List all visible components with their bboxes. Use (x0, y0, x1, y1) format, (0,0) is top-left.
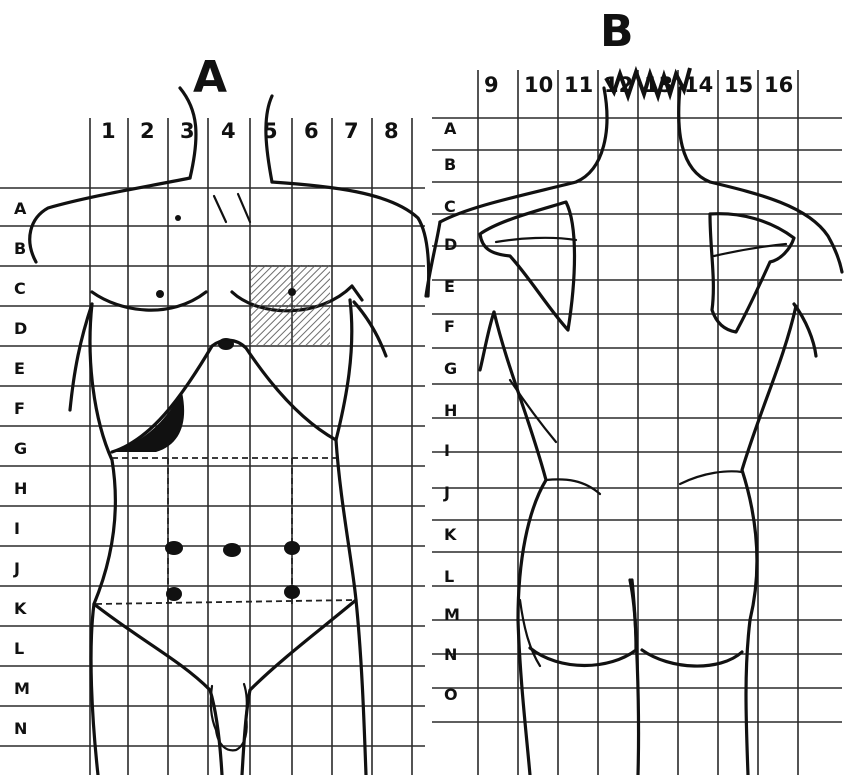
back-body-outline (426, 88, 842, 775)
front-groin-left (94, 604, 222, 775)
grid-a-row-label: D (14, 319, 27, 338)
grid-a-row-label: E (14, 359, 25, 378)
grid-b-col-label: 9 (484, 73, 499, 97)
mark-c6 (288, 288, 296, 296)
grid-a-col-label: 2 (140, 119, 155, 143)
grid-a-row-label: B (14, 239, 26, 258)
mark-c3 (156, 290, 164, 298)
back-left-waist (546, 479, 600, 494)
grid-a-row-label: H (14, 479, 27, 498)
mark-i3 (165, 541, 183, 555)
grid-b-row-label: F (444, 317, 455, 336)
back-right-flank (742, 306, 796, 775)
mark-j6 (284, 585, 300, 599)
grid-a-col-label: 7 (344, 119, 359, 143)
back-buttocks-right (642, 650, 742, 666)
panel-b-letter: B (600, 6, 634, 57)
grid-b-col-label: 16 (764, 73, 793, 97)
grid-b-row-label: D (444, 235, 457, 254)
front-waist-dashed (96, 600, 356, 604)
grid-b-col-label: 11 (564, 73, 593, 97)
grid-b-col-label: 10 (524, 73, 553, 97)
grid-a-col-label: 3 (180, 119, 195, 143)
grid-a-row-label: N (14, 719, 27, 738)
back-neck-left (440, 88, 607, 222)
front-ribcage (112, 340, 336, 452)
grid-b-row-label: C (444, 197, 456, 216)
grid-b-row-label: H (444, 401, 457, 420)
front-left-arm (70, 304, 92, 410)
back-left-thigh-line (520, 600, 540, 666)
grid-b-row-label: L (444, 567, 454, 586)
grid-b-row-label: B (444, 155, 456, 174)
front-left-shoulder (30, 178, 190, 262)
grid-a-row-label: I (14, 519, 20, 538)
grid-b-row-label: A (444, 119, 457, 138)
front-collarbone-left (214, 196, 226, 222)
mark-i6 (284, 541, 300, 555)
back-neck-right (679, 88, 842, 272)
back-left-arm (480, 312, 494, 370)
front-collarbone-right (238, 194, 250, 222)
grid-b-row-label: G (444, 359, 457, 378)
grid-a-row-label: A (14, 199, 27, 218)
back-buttocks-left (530, 580, 636, 666)
grid-a-row-label: K (14, 599, 27, 618)
back-left-flank (494, 312, 546, 775)
mark-i4 (223, 543, 241, 557)
grid-b-row-label: N (444, 645, 457, 664)
grid-a-row-label: C (14, 279, 26, 298)
grid-b-col-label: 15 (724, 73, 753, 97)
grid-a-row-label: M (14, 679, 30, 698)
front-right-arm (354, 302, 386, 356)
mark-a3 (175, 215, 181, 221)
grid-a-row-label: J (13, 559, 20, 578)
front-left-flank (90, 304, 115, 775)
grid-a-col-label: 6 (304, 119, 319, 143)
grid-b-row-label: O (444, 685, 458, 704)
back-right-waist (680, 471, 742, 484)
front-chest-left (92, 292, 206, 310)
grid-b-row-label: I (444, 441, 450, 460)
grid-b-row-label: M (444, 605, 460, 624)
front-right-flank (336, 300, 366, 775)
liver-region-mark (112, 392, 184, 452)
grid-b-row-label: K (444, 525, 457, 544)
grid-a-row-label: G (14, 439, 27, 458)
back-left-scapula-spine (496, 238, 576, 242)
grid-a-col-label: 8 (384, 119, 399, 143)
mark-j3 (166, 587, 182, 601)
navel (219, 339, 233, 349)
grid-b-row-label: E (444, 277, 455, 296)
chest-shaded-region (250, 265, 330, 345)
panel-a-letter: A (193, 52, 227, 103)
grid-b-row-label: J (443, 483, 450, 502)
grid-a-col-label: 1 (101, 119, 116, 143)
grid-a-row-label: F (14, 399, 25, 418)
grid-a-row-label: L (14, 639, 24, 658)
grid-a-col-label: 4 (221, 119, 236, 143)
